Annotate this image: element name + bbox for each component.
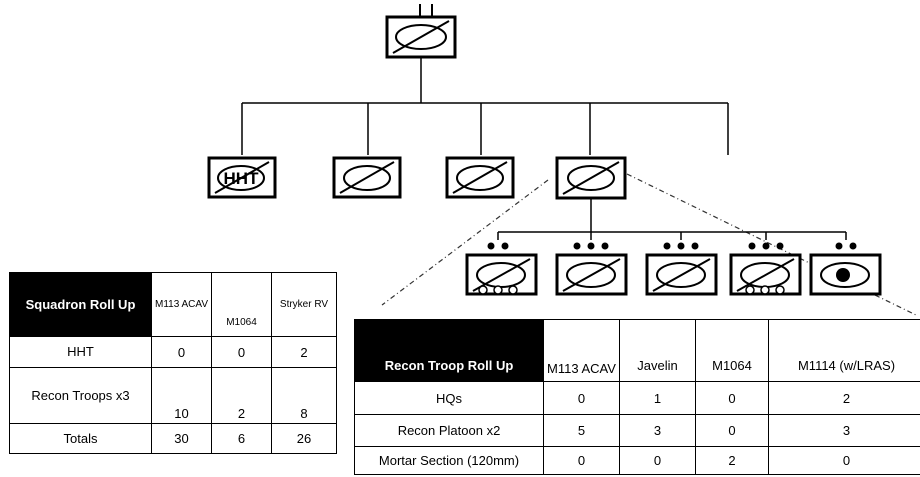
table-cell: 2 — [271, 336, 337, 368]
column-header: M1064 — [211, 272, 272, 337]
column-header: M1064 — [695, 319, 769, 382]
column-header: Stryker RV — [271, 272, 337, 337]
table-cell: 0 — [695, 414, 769, 447]
platoon-symbol-1 — [555, 242, 628, 296]
table-cell: 5 — [543, 414, 620, 447]
table-cell: 0 — [543, 381, 620, 415]
table-cell: 2 — [695, 446, 769, 475]
table-cell: 0 — [695, 381, 769, 415]
table-cell: 30 — [151, 423, 212, 454]
table-cell: 3 — [768, 414, 920, 447]
table-cell: 26 — [271, 423, 337, 454]
table-cell: 3 — [619, 414, 696, 447]
table-row: Recon Platoon x2 5 3 0 3 — [354, 414, 920, 447]
table-row: HQs 0 1 0 2 — [354, 381, 920, 415]
squadron-rollup-table: Squadron Roll Up M113 ACAV M1064 Stryker… — [9, 272, 337, 454]
troop-table-title: Recon Troop Roll Up — [354, 319, 544, 382]
row-label: HHT — [9, 336, 152, 368]
column-header: M113 ACAV — [543, 319, 620, 382]
table-cell: 0 — [543, 446, 620, 475]
row-label: Recon Troops x3 — [9, 367, 152, 424]
table-cell: 0 — [768, 446, 920, 475]
row-label: HQs — [354, 381, 544, 415]
squadron-table-title: Squadron Roll Up — [9, 272, 152, 337]
table-cell: 0 — [619, 446, 696, 475]
table-cell: 0 — [211, 336, 272, 368]
platoon-symbol-hq — [465, 242, 538, 296]
troop-symbol-c — [555, 156, 627, 200]
column-header: M1114 (w/LRAS) — [768, 319, 920, 382]
troop-connectors — [497, 198, 847, 240]
table-cell: 8 — [271, 367, 337, 424]
troop-symbol-b — [445, 156, 515, 199]
squadron-connectors — [241, 57, 729, 155]
table-cell: 10 — [151, 367, 212, 424]
table-cell: 2 — [768, 381, 920, 415]
table-row: Recon Troops x3 10 2 8 — [9, 367, 337, 424]
platoon-symbol-3 — [729, 242, 802, 296]
hht-symbol: HHT — [207, 156, 277, 199]
row-label: Mortar Section (120mm) — [354, 446, 544, 475]
column-header: Javelin — [619, 319, 696, 382]
table-row: HHT 0 0 2 — [9, 336, 337, 368]
table-cell: 6 — [211, 423, 272, 454]
table-row: Mortar Section (120mm) 0 0 2 0 — [354, 446, 920, 475]
table-cell: 1 — [619, 381, 696, 415]
column-header: M113 ACAV — [151, 272, 212, 337]
row-label: Recon Platoon x2 — [354, 414, 544, 447]
mortar-section-symbol — [809, 242, 882, 296]
squadron-symbol — [385, 4, 457, 59]
row-label: Totals — [9, 423, 152, 454]
table-cell: 2 — [211, 367, 272, 424]
recon-troop-rollup-table: Recon Troop Roll Up M113 ACAV Javelin M1… — [354, 319, 920, 475]
platoon-symbol-2 — [645, 242, 718, 296]
table-row: Totals 30 6 26 — [9, 423, 337, 454]
table-cell: 0 — [151, 336, 212, 368]
troop-symbol-a — [332, 156, 402, 199]
